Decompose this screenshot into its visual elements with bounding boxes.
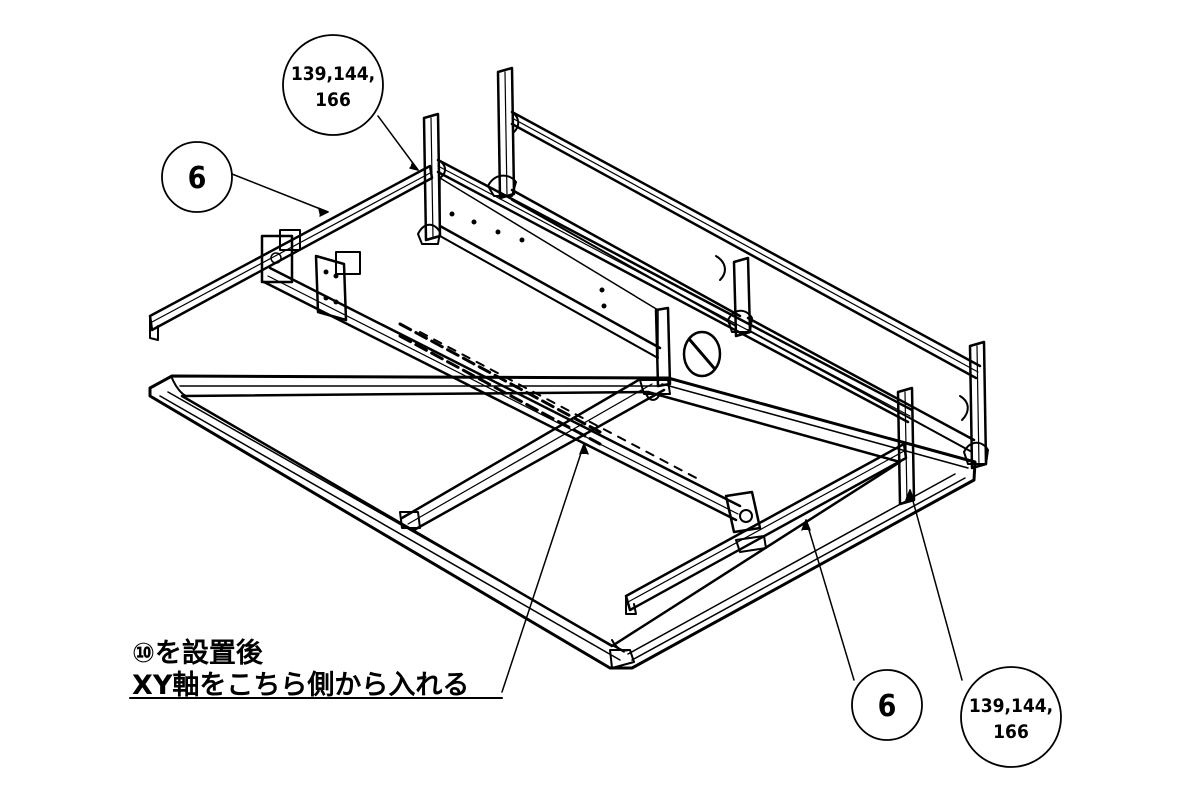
base-frame [148,374,977,670]
balloon-139-lower-line1: 139,144, [969,695,1053,717]
assembly-note-line2: XY軸をこちら側から入れる [132,670,469,701]
leader-lines [129,115,963,699]
x-gantry [260,229,767,553]
back-wall-frame [417,66,989,506]
y-rail-right [624,442,908,615]
balloon-139-upper-line1: 139,144, [291,63,375,85]
assembly-note: ⑩を設置後 XY軸をこちら側から入れる [132,637,469,701]
balloon-6-right: 6 [851,669,923,741]
balloon-139-upper: 139,144, 166 [282,34,384,136]
balloon-139-upper-line2: 166 [315,89,351,111]
assembly-note-line1: ⑩を設置後 [132,637,264,669]
balloon-6-left-label: 6 [188,161,207,196]
balloon-6-right-label: 6 [878,689,897,724]
balloon-6-left: 6 [161,141,233,213]
balloon-139-lower: 139,144, 166 [960,666,1062,768]
balloon-139-lower-line2: 166 [993,721,1029,743]
